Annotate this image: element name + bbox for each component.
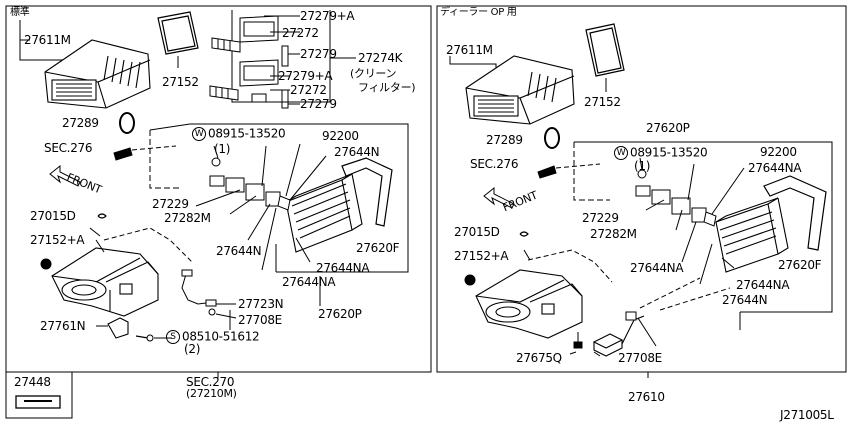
blower-housing-right <box>475 269 583 339</box>
label-27610: 27610 <box>628 390 665 404</box>
control-amp-27675q <box>592 315 645 357</box>
w-mark-icon: W <box>192 127 206 141</box>
sensor-27708e-right <box>625 311 637 321</box>
expansion-valve-left <box>209 157 291 211</box>
intake-housing-27611m-right <box>465 55 575 125</box>
s-mark-icon: S <box>166 330 180 344</box>
label-27611m-left: 27611M <box>24 33 71 47</box>
label-27620p-left: 27620P <box>318 307 362 321</box>
label-27644n-right: 27644N <box>722 293 768 307</box>
label-27644na-1-right: 27644NA <box>748 161 802 175</box>
label-27229-right: 27229 <box>582 211 619 225</box>
label-27152a-right: 27152+A <box>454 249 509 263</box>
label-27279-2: 27279 <box>300 97 337 111</box>
label-27152a-left: 27152+A <box>30 233 85 247</box>
label-bolt-qty-right: (1) <box>634 159 651 173</box>
clip-27015d-left <box>97 213 107 219</box>
label-27723n-left: 27723N <box>238 297 284 311</box>
harness-27723n-left <box>181 269 217 307</box>
seal-frame-27152-left <box>157 11 199 55</box>
front-arrow-left <box>49 164 81 187</box>
screw-08510-text: 08510-51612 <box>182 329 260 344</box>
label-27644n-1-left: 27644N <box>334 145 380 159</box>
label-27620f-left: 27620F <box>356 241 400 255</box>
label-cleaner-filter-1: (クリーン <box>350 67 397 80</box>
label-27611m-right: 27611M <box>446 43 493 57</box>
label-27675q: 27675Q <box>516 351 562 365</box>
nut-27152a-right <box>464 274 476 286</box>
label-cleaner-filter-2: フィルター) <box>358 81 416 94</box>
label-27761n-left: 27761N <box>40 319 86 333</box>
cover-27620f-left <box>341 157 393 227</box>
label-screw-qty-left: (2) <box>184 342 201 356</box>
label-27644na-3-right: 27644NA <box>736 278 790 292</box>
label-27620p-right: 27620P <box>646 121 690 135</box>
label-27015d-right: 27015D <box>454 225 500 239</box>
label-27644na-2-right: 27644NA <box>630 261 684 275</box>
label-27644na-2-left: 27644NA <box>282 275 336 289</box>
right-panel-frame <box>436 5 847 373</box>
label-27289-left: 27289 <box>62 116 99 130</box>
label-27644n-2-left: 27644N <box>216 244 262 258</box>
resistor-27761n-left <box>107 317 129 339</box>
label-27282m-right: 27282M <box>590 227 637 241</box>
inset-27448-frame <box>5 371 73 419</box>
cleaner-filter-set-left <box>209 15 289 109</box>
right-panel-header: ディーラー OP 用 <box>440 7 517 18</box>
label-27448: 27448 <box>14 375 51 389</box>
label-27279a-2: 27279+A <box>278 69 333 83</box>
label-92200-left: 92200 <box>322 129 359 143</box>
blower-housing-left <box>51 247 159 317</box>
label-27620f-right: 27620F <box>778 258 822 272</box>
label-27289-right: 27289 <box>486 133 523 147</box>
nut-27152a-left <box>40 258 52 270</box>
bolt-08915-text-right: 08915-13520 <box>630 145 708 160</box>
label-27015d-left: 27015D <box>30 209 76 223</box>
label-27272-1: 27272 <box>282 26 319 40</box>
ring-27289-left <box>119 112 135 134</box>
label-27152-left: 27152 <box>162 75 199 89</box>
cover-27620f-right <box>763 175 827 251</box>
arrow-sec276-left <box>113 147 133 161</box>
seal-frame-27152-right <box>585 23 625 77</box>
intake-housing-27611m-left <box>44 39 151 109</box>
label-27708e-right: 27708E <box>618 351 662 365</box>
front-arrow-right <box>483 186 515 209</box>
diagram-code: J271005L <box>780 408 834 422</box>
label-bolt-qty-left: (1) <box>214 142 231 156</box>
left-panel-header: 標準 <box>10 7 30 18</box>
ring-27289-right <box>544 127 560 149</box>
label-27644na-left: 27644NA <box>316 261 370 275</box>
clip-27015d-right <box>519 231 529 237</box>
label-27229-left: 27229 <box>152 197 189 211</box>
evaporator-core-right <box>715 197 789 273</box>
arrow-sec276-right <box>537 165 557 179</box>
expansion-valve-right <box>635 169 717 227</box>
label-27282m-left: 27282M <box>164 211 211 225</box>
label-27708e-left: 27708E <box>238 313 282 327</box>
sensor-27708e-left <box>208 308 216 316</box>
w-mark-icon-right: W <box>614 146 628 160</box>
label-27274k: 27274K <box>358 51 403 65</box>
label-sec270: SEC.270 <box>186 375 235 389</box>
label-sec276-left: SEC.276 <box>44 141 93 155</box>
label-27279a-1: 27279+A <box>300 9 355 23</box>
label-sec276-right: SEC.276 <box>470 157 519 171</box>
screw-08510-left <box>146 334 154 342</box>
label-sec270-sub: (27210M) <box>186 387 237 400</box>
bolt-08915-text: 08915-13520 <box>208 126 286 141</box>
label-27152-right: 27152 <box>584 95 621 109</box>
label-27272-2: 27272 <box>290 83 327 97</box>
label-27279-1: 27279 <box>300 47 337 61</box>
label-92200-right: 92200 <box>760 145 797 159</box>
